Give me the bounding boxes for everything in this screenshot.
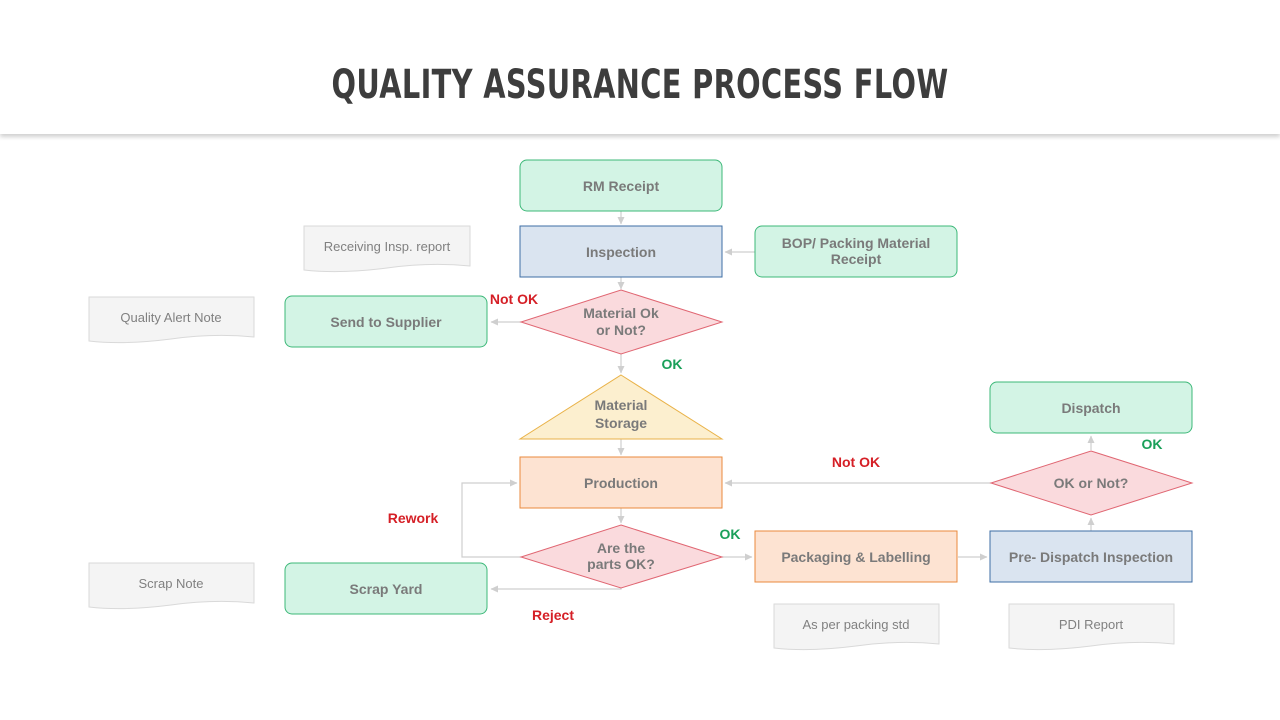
- node-inspection: Inspection: [519, 225, 723, 278]
- label-ok-dispatch: OK: [1142, 436, 1163, 452]
- node-label: Packaging & Labelling: [781, 549, 930, 565]
- connector-reject-to-scrap: [490, 585, 622, 593]
- label-ok-material: OK: [662, 356, 683, 372]
- connector-rework-loop: [461, 479, 521, 558]
- node-pre-dispatch-inspection: Pre- Dispatch Inspection: [989, 530, 1193, 583]
- node-label-line2: Storage: [595, 415, 647, 431]
- node-label: Inspection: [586, 244, 656, 260]
- document-pdi-report: PDI Report: [1008, 603, 1175, 651]
- node-label-line1: Material Ok: [583, 305, 659, 321]
- node-label-line2: or Not?: [596, 322, 646, 338]
- node-label-line2: parts OK?: [587, 556, 655, 572]
- node-production: Production: [519, 456, 723, 509]
- node-label: Scrap Yard: [350, 581, 423, 597]
- node-label: OK or Not?: [1054, 475, 1129, 491]
- document-label: PDI Report: [1059, 617, 1124, 632]
- node-label-line1: BOP/ Packing Material: [782, 235, 931, 251]
- node-rm-receipt: RM Receipt: [519, 159, 723, 212]
- node-label: Send to Supplier: [330, 314, 442, 330]
- document-label: Scrap Note: [138, 576, 203, 591]
- node-label: Dispatch: [1061, 400, 1120, 416]
- document-receiving-report: Receiving Insp. report: [303, 225, 471, 273]
- label-ok-parts: OK: [720, 526, 741, 542]
- label-not-ok-dispatch: Not OK: [832, 454, 880, 470]
- page-title: QUALITY ASSURANCE PROCESS FLOW: [331, 62, 949, 108]
- document-label: Receiving Insp. report: [324, 239, 451, 254]
- node-label: Pre- Dispatch Inspection: [1009, 549, 1173, 565]
- document-quality-alert: Quality Alert Note: [88, 296, 255, 344]
- document-label: As per packing std: [803, 617, 910, 632]
- node-scrap-yard: Scrap Yard: [284, 562, 488, 615]
- node-dispatch: Dispatch: [989, 381, 1193, 434]
- document-packing-std: As per packing std: [773, 603, 940, 651]
- decision-parts-ok: Are the parts OK?: [519, 524, 724, 589]
- document-scrap-note: Scrap Note: [88, 562, 255, 610]
- node-label: RM Receipt: [583, 178, 660, 194]
- node-label-line1: Are the: [597, 540, 645, 556]
- label-not-ok-material: Not OK: [490, 291, 538, 307]
- label-rework: Rework: [388, 510, 439, 526]
- node-label-line1: Material: [595, 397, 648, 413]
- node-material-storage: Material Storage: [518, 374, 724, 440]
- node-send-to-supplier: Send to Supplier: [284, 295, 488, 348]
- node-bop-receipt: BOP/ Packing Material Receipt: [754, 225, 958, 278]
- decision-material-ok: Material Ok or Not?: [519, 289, 724, 355]
- node-label: Production: [584, 475, 658, 491]
- node-packaging-labelling: Packaging & Labelling: [754, 530, 958, 583]
- label-reject: Reject: [532, 607, 574, 623]
- node-label-line2: Receipt: [831, 251, 882, 267]
- header-bar: QUALITY ASSURANCE PROCESS FLOW: [0, 0, 1280, 134]
- decision-ok-or-not: OK or Not?: [989, 450, 1194, 516]
- document-label: Quality Alert Note: [120, 310, 221, 325]
